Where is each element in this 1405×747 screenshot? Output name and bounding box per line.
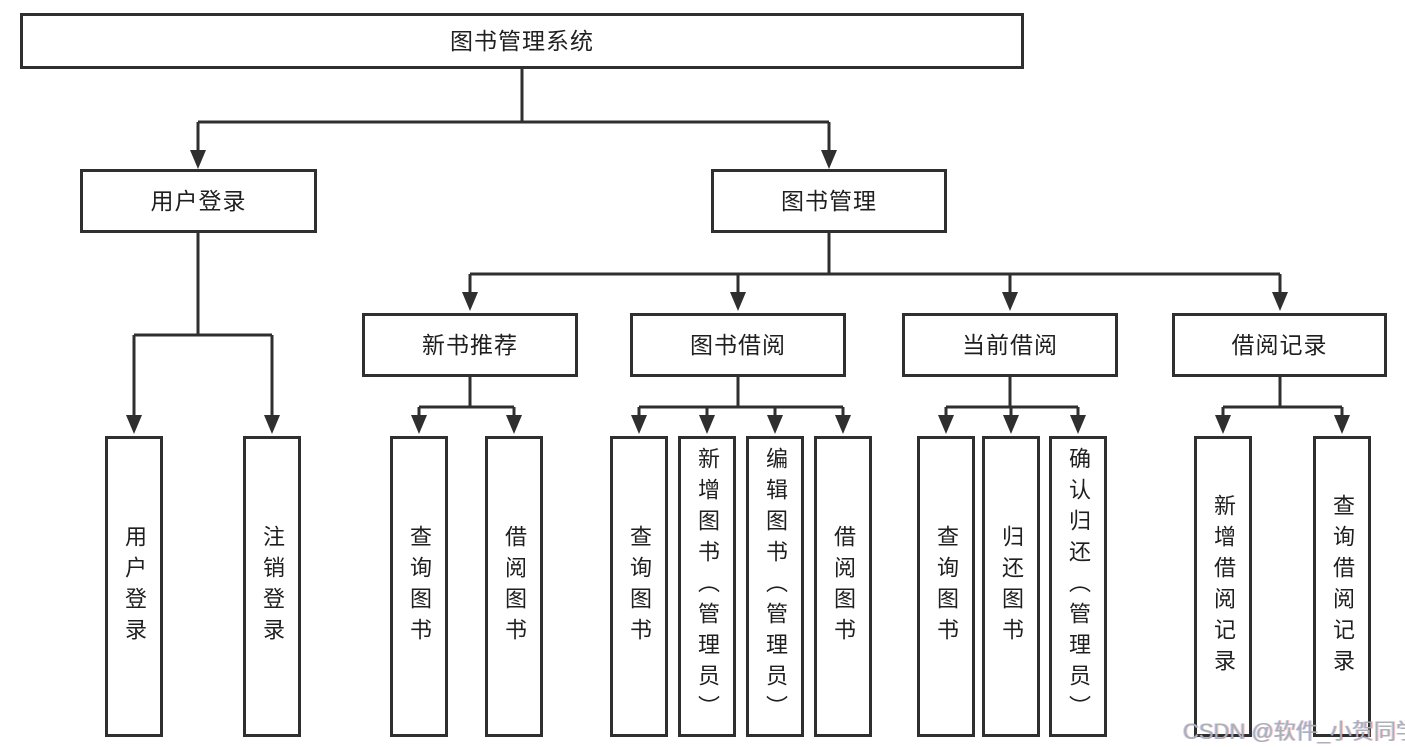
diagram-leaf-logout: 注销登录: [243, 436, 301, 737]
node-label: 查询借阅记录: [1330, 493, 1355, 680]
node-label: 新书推荐: [422, 331, 518, 358]
node-label: 查询图书: [407, 524, 432, 649]
node-label: 图书借阅: [690, 331, 786, 358]
diagram-node-user-login: 用户登录: [80, 169, 317, 233]
node-label: 新增借阅记录: [1211, 493, 1236, 680]
diagram-leaf-edit-books-admin: 编辑图书（管理员）: [746, 436, 804, 737]
diagram-leaf-query-borrow-record: 查询借阅记录: [1313, 436, 1371, 737]
node-label: 用户登录: [122, 524, 147, 649]
diagram-node-current-borrow: 当前借阅: [902, 313, 1118, 377]
diagram-leaf-query-books-recommend: 查询图书: [390, 436, 448, 737]
node-label: 确认归还（管理员）: [1066, 447, 1091, 726]
node-label: 用户登录: [150, 187, 247, 214]
diagram-leaf-add-books-admin: 新增图书（管理员）: [678, 436, 736, 737]
diagram-node-new-book-recommend: 新书推荐: [362, 313, 578, 377]
node-label: 当前借阅: [962, 331, 1058, 358]
node-label: 借阅图书: [502, 524, 527, 649]
diagram-leaf-confirm-return-admin: 确认归还（管理员）: [1049, 436, 1107, 737]
connector-root-to-level2: [196, 69, 831, 153]
diagram-leaf-query-books-borrow: 查询图书: [610, 436, 668, 737]
connector-records-to-leaves: [1221, 377, 1344, 418]
diagram-leaf-query-books-current: 查询图书: [917, 436, 975, 737]
diagram-leaf-borrow-books: 借阅图书: [814, 436, 872, 737]
diagram-node-root: 图书管理系统: [20, 13, 1024, 69]
diagram-node-borrow-records: 借阅记录: [1172, 313, 1387, 377]
node-label: 借阅图书: [831, 524, 856, 649]
diagram-leaf-user-login: 用户登录: [105, 436, 163, 737]
node-label: 查询图书: [627, 524, 652, 649]
diagram-leaf-borrow-books-recommend: 借阅图书: [485, 436, 543, 737]
arrowheads: [126, 150, 1350, 434]
node-label: 注销登录: [260, 524, 285, 649]
connector-borrow-to-leaves: [637, 377, 845, 418]
node-label: 归还图书: [999, 524, 1024, 649]
csdn-watermark: CSDN @软件_小贺同学: [1183, 719, 1405, 744]
diagram-node-book-management: 图书管理: [711, 169, 947, 233]
connector-recommend-to-leaves: [417, 377, 516, 418]
node-label: 编辑图书（管理员）: [763, 447, 788, 726]
node-label: 新增图书（管理员）: [695, 447, 720, 726]
node-label: 查询图书: [934, 524, 959, 649]
connector-current-to-leaves: [944, 377, 1080, 418]
diagram-leaf-return-books: 归还图书: [982, 436, 1040, 737]
diagram-leaf-add-borrow-record: 新增借阅记录: [1194, 436, 1252, 737]
diagram-node-book-borrow: 图书借阅: [630, 313, 846, 377]
node-label: 图书管理: [781, 187, 877, 214]
connector-mgmt-to-level3: [468, 233, 1282, 295]
node-label: 借阅记录: [1231, 331, 1328, 358]
connector-login-to-leaves: [132, 233, 274, 418]
node-label: 图书管理系统: [450, 27, 594, 54]
